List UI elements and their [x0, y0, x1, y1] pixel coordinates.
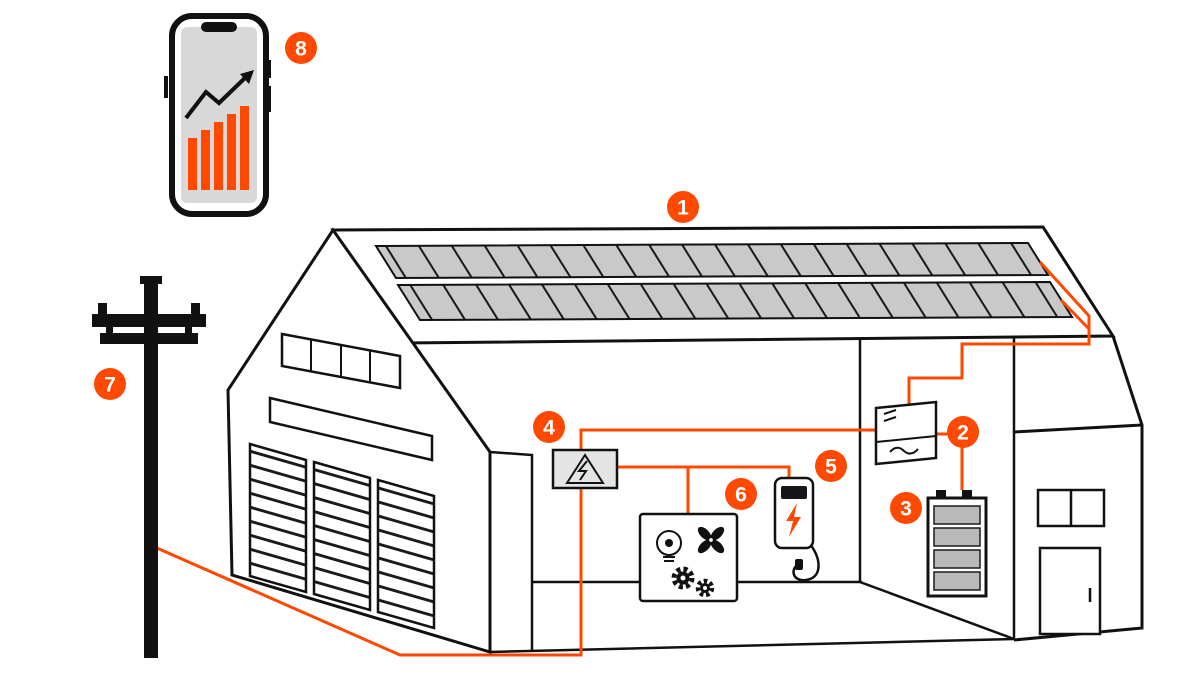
- warning-triangle-icon: [565, 453, 605, 484]
- wire-inverter-to-distribution: [579, 428, 876, 450]
- badge-solar-panels: 1: [667, 191, 699, 223]
- solar-panel-row-2: [396, 280, 1074, 322]
- solar-panel-row-1: [374, 241, 1050, 280]
- svg-text:1: 1: [677, 197, 689, 220]
- garage-door-1: [248, 442, 308, 594]
- charger-screen: [781, 486, 807, 499]
- badge-monitoring-app: 8: [285, 32, 317, 64]
- solar-panel-array: [374, 241, 1074, 322]
- appliances-box: [638, 512, 739, 603]
- badge-distribution-box: 4: [533, 411, 565, 443]
- badge-ev-charger: 5: [815, 450, 847, 482]
- inverter: [874, 400, 938, 466]
- annex: [1013, 335, 1144, 642]
- svg-text:5: 5: [825, 456, 837, 479]
- sine-wave-icon: [889, 446, 919, 455]
- garage-doors: [248, 442, 436, 630]
- badge-utility-pole: 7: [94, 368, 126, 400]
- battery-storage: [926, 490, 988, 598]
- crossarm-1: [92, 314, 206, 327]
- charger-plug: [795, 559, 803, 570]
- badge-appliances: 6: [725, 478, 757, 510]
- vent-strip: [268, 396, 434, 462]
- wire-distribution-to-loads: [617, 465, 791, 514]
- wire-panels-to-inverter: [907, 260, 1091, 405]
- crossarm-2: [100, 333, 198, 344]
- utility-pole: [92, 276, 206, 658]
- garage-door-2: [312, 460, 372, 612]
- gears-icon: [671, 566, 715, 598]
- monitoring-phone: [164, 13, 271, 217]
- fan-icon: [697, 526, 725, 554]
- lightbulb-icon: [656, 530, 682, 562]
- annex-window: [1036, 488, 1106, 528]
- garage-door-3: [376, 478, 436, 630]
- charger-cable: [792, 543, 820, 582]
- svg-text:2: 2: [957, 422, 969, 445]
- inverter-vents: [883, 409, 897, 422]
- badge-battery: 3: [890, 492, 922, 524]
- number-badges: 1 2 3 4 5 6 7 8: [94, 32, 979, 524]
- interior-cutaway: [489, 338, 1016, 654]
- distribution-box: [551, 448, 619, 490]
- app-bar-chart: [188, 106, 249, 190]
- phone-screen: [181, 27, 257, 203]
- svg-text:7: 7: [104, 374, 116, 397]
- annex-door: [1038, 546, 1102, 636]
- svg-text:8: 8: [295, 38, 307, 61]
- wire-distribution-to-grid: [149, 488, 583, 657]
- building: [226, 225, 1144, 655]
- badge-inverter: 2: [947, 416, 979, 448]
- wire-panel-row2-stub: [1059, 298, 1091, 331]
- phone-notch: [201, 22, 237, 32]
- energy-wires: [149, 260, 1091, 657]
- svg-text:6: 6: [735, 484, 747, 507]
- battery-cells: [933, 505, 981, 591]
- lightning-icon: [576, 460, 588, 481]
- attic-window-strip: [280, 332, 402, 390]
- svg-text:3: 3: [900, 498, 912, 521]
- ev-charger: [773, 476, 820, 582]
- trend-arrow-icon: [184, 70, 254, 120]
- svg-text:4: 4: [543, 417, 555, 440]
- charger-bolt-icon: [786, 503, 801, 537]
